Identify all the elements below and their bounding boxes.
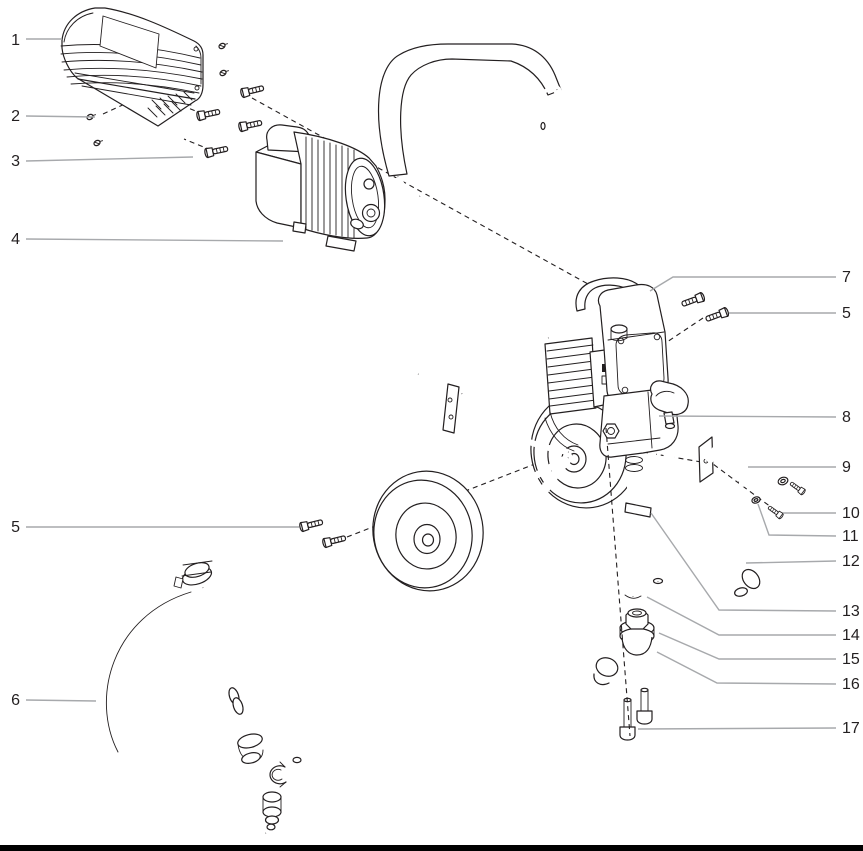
hook-mount-plate — [442, 383, 460, 434]
callout-leader-16 — [656, 651, 837, 685]
callout-leader-3 — [25, 156, 194, 162]
callout-leader-12 — [745, 560, 837, 564]
motor-shroud — [60, 7, 204, 127]
callout-label-5: 5 — [842, 305, 851, 322]
callout-label-15: 15 — [842, 651, 860, 668]
prime-valve-knob — [649, 380, 689, 430]
callout-label-3: 3 — [11, 153, 20, 170]
callout-label-13: 13 — [842, 603, 860, 620]
inlet-strainer — [619, 608, 655, 656]
callout-leader-6 — [25, 699, 97, 702]
callout-leader-15 — [658, 632, 836, 660]
callout-label-11: 11 — [842, 528, 859, 545]
bolt-fastener — [788, 480, 807, 496]
callout-label-9: 9 — [842, 459, 851, 476]
callout-leader-4 — [25, 238, 284, 242]
bolt-fastener — [766, 504, 785, 520]
callout-leader-8 — [658, 415, 837, 418]
callout-leader-2 — [25, 115, 96, 118]
callout-label-4: 4 — [11, 231, 20, 248]
footer-bar — [0, 845, 863, 851]
screw-fastener — [218, 67, 230, 78]
callout-label-14: 14 — [842, 627, 860, 644]
callout-label-2: 2 — [11, 108, 20, 125]
pump-assembly — [544, 277, 689, 741]
pump-motor-fins — [544, 337, 597, 415]
callout-leader-11 — [757, 503, 837, 537]
callout-label-1: 1 — [11, 32, 20, 49]
callout-label-16: 16 — [842, 676, 860, 693]
callout-leader-14 — [646, 596, 836, 636]
screw-fastener — [217, 40, 229, 51]
return-fitting — [262, 791, 282, 831]
bolt-fastener — [237, 117, 264, 133]
bolt-fastener — [203, 143, 230, 159]
washer-fastener — [750, 495, 762, 505]
suction-tube — [624, 449, 652, 599]
bolt-fastener — [239, 82, 266, 99]
callout-leader-17 — [637, 727, 837, 730]
front-wheel — [372, 470, 484, 592]
bolt-fastener — [298, 516, 325, 533]
bolt-fastener — [704, 306, 731, 325]
screw-fastener — [92, 137, 104, 148]
callout-label-7: 7 — [842, 269, 851, 286]
oring-fastener — [776, 475, 790, 487]
retaining-clip — [269, 761, 287, 788]
callout-label-12: 12 — [842, 553, 860, 570]
tube-clip — [624, 502, 652, 518]
mounting-bolts — [619, 687, 653, 741]
callout-label-5: 5 — [11, 519, 20, 536]
mounting-bracket — [698, 436, 758, 488]
callout-label-6: 6 — [11, 692, 20, 709]
callout-leader-13 — [650, 512, 837, 612]
siphon-hose-assembly — [89, 560, 302, 851]
bolt-fastener — [680, 291, 707, 310]
callout-leader-7 — [649, 276, 836, 292]
callout-label-17: 17 — [842, 720, 860, 737]
bolt-fastener — [321, 532, 348, 549]
motor-assembly — [255, 124, 386, 252]
callout-label-10: 10 — [842, 505, 860, 522]
callout-label-8: 8 — [842, 409, 851, 426]
inlet-centerline — [605, 427, 631, 737]
bolt-fastener — [195, 106, 222, 122]
